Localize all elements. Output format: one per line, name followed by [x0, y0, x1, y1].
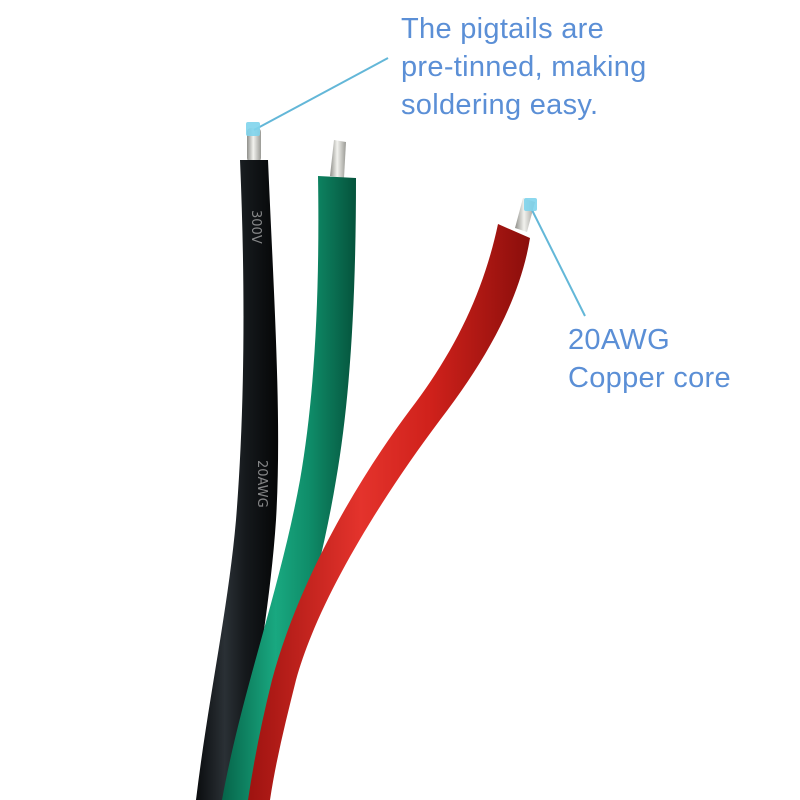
red-wire: [248, 224, 530, 800]
green-wire: [222, 176, 356, 800]
black-wire-tip: [247, 128, 261, 162]
core-leader-line: [531, 209, 586, 317]
green-wire-tip: [330, 140, 346, 178]
black-wire-print-2: 20AWG: [254, 460, 269, 508]
core-callout-line-2: Copper core: [568, 362, 731, 394]
black-wire: [196, 160, 279, 800]
core-marker: [524, 198, 537, 211]
black-wire-print: 300V: [248, 210, 263, 244]
tinned-marker: [246, 122, 260, 136]
tinned-callout-line-3: soldering easy.: [401, 89, 599, 121]
tinned-leader-line: [253, 57, 389, 131]
tinned-callout: The pigtails are pre-tinned, making sold…: [401, 10, 647, 124]
tinned-callout-line-1: The pigtails are: [401, 13, 605, 45]
tinned-callout-line-2: pre-tinned, making: [401, 51, 647, 83]
core-callout: 20AWG Copper core: [568, 321, 731, 397]
core-callout-line-1: 20AWG: [568, 324, 670, 356]
